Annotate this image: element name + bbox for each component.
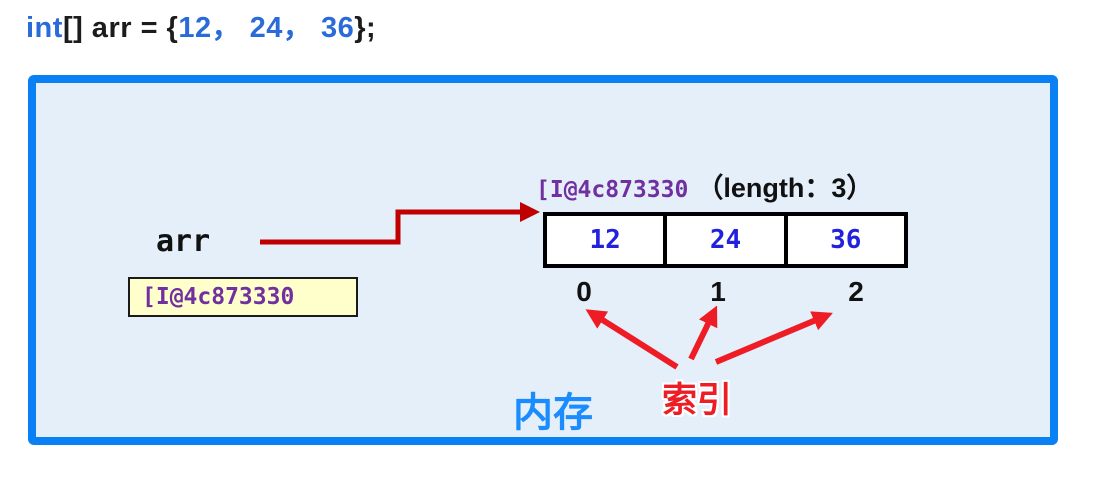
reference-line: [I@4c873330 （length：3）: [536, 166, 873, 205]
code-line: int[] arr = {12， 24， 36};: [26, 4, 376, 46]
array-cell: 24: [667, 216, 784, 264]
code-keyword: int: [26, 12, 63, 44]
code-values: 12， 24， 36: [178, 12, 355, 44]
index-digit-2: 2: [848, 276, 864, 307]
index-digit-0: 0: [576, 276, 592, 307]
code-declaration: [] arr = {: [62, 12, 179, 44]
reference-value-box: [I@4c873330: [128, 277, 358, 317]
reference-id-label: [I@4c873330: [536, 177, 689, 203]
array-cells: 12 24 36: [543, 212, 908, 268]
length-label: （length：3）: [696, 173, 874, 203]
index-label: 索引: [662, 381, 733, 420]
index-digit-1: 1: [710, 276, 726, 307]
array-cell: 36: [787, 216, 904, 264]
reference-value-text: [I@4c873330: [142, 284, 295, 310]
memory-label: 内存: [513, 391, 593, 435]
code-suffix: };: [354, 12, 377, 44]
variable-label: arr: [156, 224, 211, 259]
array-cell: 12: [547, 216, 664, 264]
